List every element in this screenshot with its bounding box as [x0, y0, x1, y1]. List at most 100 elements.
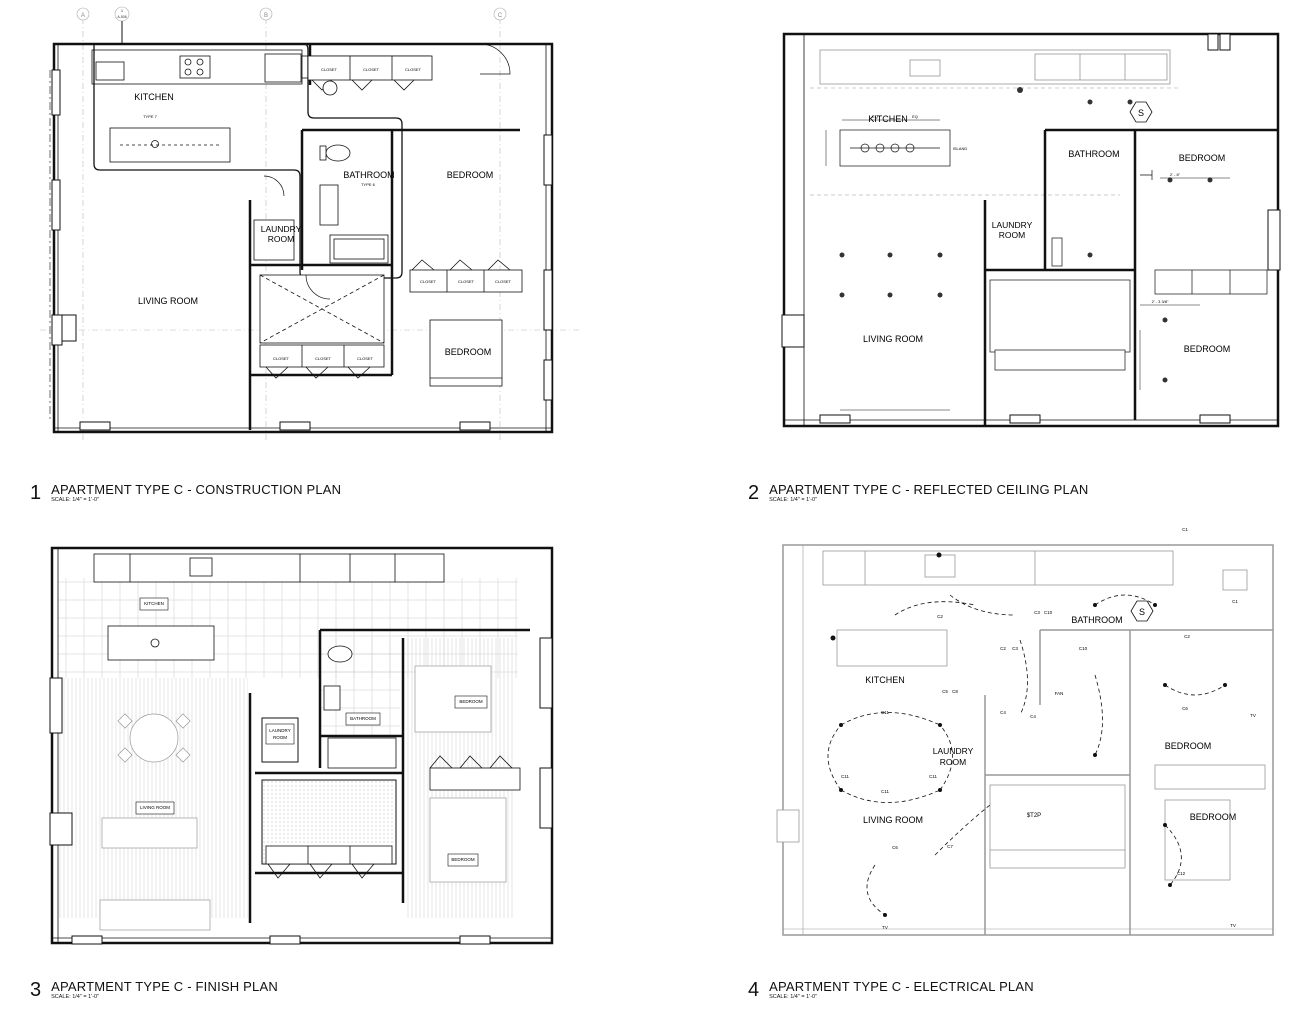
- plan-number: 3: [30, 979, 42, 1001]
- circuit-c11: C11: [929, 774, 937, 779]
- plan-title: APARTMENT TYPE C - ELECTRICAL PLAN: [769, 979, 1034, 994]
- closet-label: CLOSET: [458, 279, 475, 284]
- circuit-c10: C10: [1079, 646, 1088, 651]
- label-bathroom: BATHROOM: [1071, 615, 1122, 625]
- plan-number: 4: [748, 979, 760, 1001]
- label-laundry: LAUNDRY: [992, 220, 1033, 230]
- label-living-room: LIVING ROOM: [863, 334, 923, 344]
- plan-scale: SCALE: 1/4" = 1'-0": [51, 497, 100, 503]
- plan-number: 1: [30, 482, 42, 504]
- label-laundry: LAUNDRY: [269, 728, 290, 733]
- closet-label: CLOSET: [363, 67, 380, 72]
- label-laundry: LAUNDRY: [261, 224, 302, 234]
- label-living-room: LIVING ROOM: [863, 815, 923, 825]
- note-type-7: TYPE 7: [143, 114, 158, 119]
- plan-scale: SCALE: 1/4" = 1'-0": [769, 994, 818, 1000]
- label-kitchen: KITCHEN: [134, 92, 174, 102]
- label-bedroom-1: BEDROOM: [1179, 153, 1226, 163]
- finish-plan-svg: KITCHEN LIVING ROOM BATHROOM BEDROOM BED…: [49, 546, 554, 945]
- closet-label: CLOSET: [321, 67, 338, 72]
- caption-plan-3: 3 APARTMENT TYPE C - FINISH PLAN SCALE: …: [30, 980, 278, 1001]
- finish-plan-drawing: KITCHEN LIVING ROOM BATHROOM BEDROOM BED…: [30, 528, 560, 953]
- circuit-c8: C8: [952, 689, 958, 694]
- note-s: S: [1138, 108, 1144, 118]
- note-fan: FAN: [1055, 691, 1064, 696]
- circuit-c6: C6: [892, 845, 898, 850]
- circuit-c12: C12: [1177, 871, 1186, 876]
- closet-label: CLOSET: [315, 356, 332, 361]
- dimension-2-6: 2' - 6": [1170, 172, 1181, 177]
- circuit-c10: C10: [1044, 610, 1053, 615]
- circuit-c5: C5: [942, 689, 948, 694]
- closet-label: CLOSET: [405, 67, 422, 72]
- label-kitchen: KITCHEN: [865, 675, 905, 685]
- construction-plan-drawing: A B C 1 A-506: [40, 0, 580, 450]
- plan-scale: SCALE: 1/4" = 1'-0": [51, 994, 100, 1000]
- circuit-c1: C1: [1232, 599, 1238, 604]
- grid-label-a: A: [81, 13, 85, 19]
- note-tv: TV: [1250, 713, 1256, 718]
- circuit-c2: C2: [1000, 646, 1006, 651]
- circuit-c3: C3: [1012, 646, 1018, 651]
- label-bedroom-2: BEDROOM: [1190, 812, 1237, 822]
- section-ref-sheet: A-506: [117, 15, 126, 19]
- label-kitchen: KITCHEN: [144, 601, 164, 606]
- plan-title: APARTMENT TYPE C - CONSTRUCTION PLAN: [51, 482, 342, 497]
- label-bathroom: BATHROOM: [343, 170, 394, 180]
- note-island: ISLAND: [953, 146, 968, 151]
- dimension-2-3-3-8: 2' - 3 3/8": [1152, 299, 1169, 304]
- closet-label: CLOSET: [273, 356, 290, 361]
- switch-t2p: $T2P: [1027, 813, 1041, 819]
- label-bedroom-1: BEDROOM: [1165, 741, 1212, 751]
- label-bathroom: BATHROOM: [1068, 149, 1119, 159]
- label-bedroom-2: BEDROOM: [445, 347, 492, 357]
- circuit-c4: C4: [1030, 714, 1036, 719]
- label-laundry-room: ROOM: [268, 234, 294, 244]
- plan-scale: SCALE: 1/4" = 1'-0": [769, 497, 818, 503]
- circuit-c11: C11: [841, 774, 849, 779]
- label-laundry: LAUNDRY: [933, 746, 974, 756]
- circuit-c11: C11: [881, 789, 889, 794]
- label-bedroom-2: BEDROOM: [451, 857, 475, 862]
- caption-plan-2: 2 APARTMENT TYPE C - REFLECTED CEILING P…: [748, 483, 1088, 504]
- section-ref-number: 1: [121, 8, 124, 13]
- caption-plan-1: 1 APARTMENT TYPE C - CONSTRUCTION PLAN S…: [30, 483, 341, 504]
- circuit-c2: C2: [937, 614, 943, 619]
- reflected-ceiling-plan-svg: S EQ EQ ISLAND 2' - 6" 2' - 3 3/8" KITCH…: [781, 32, 1281, 428]
- note-s: S: [1139, 607, 1145, 617]
- closet-label: CLOSET: [420, 279, 437, 284]
- label-laundry-room: ROOM: [940, 757, 966, 767]
- circuit-c3: C3: [1034, 610, 1040, 615]
- note-tv: TV: [1230, 923, 1236, 928]
- electrical-plan-drawing: S C1 C1 C2 C2 C2 C3 C3 C4 C4 C5 C6 C6 C7…: [775, 525, 1290, 950]
- note-tv: TV: [882, 925, 888, 930]
- circuit-c1: C1: [1182, 527, 1188, 532]
- label-kitchen: KITCHEN: [868, 114, 908, 124]
- construction-plan-svg: A B C 1 A-506: [40, 6, 580, 440]
- circuit-c2: C2: [1184, 634, 1190, 639]
- label-bedroom-2: BEDROOM: [1184, 344, 1231, 354]
- label-bathroom: BATHROOM: [350, 716, 376, 721]
- circuit-c6: C6: [1182, 706, 1188, 711]
- closet-label: CLOSET: [357, 356, 374, 361]
- label-living-room: LIVING ROOM: [140, 805, 170, 810]
- label-living-room: LIVING ROOM: [138, 296, 198, 306]
- caption-plan-4: 4 APARTMENT TYPE C - ELECTRICAL PLAN SCA…: [748, 980, 1034, 1001]
- electrical-plan-svg: S C1 C1 C2 C2 C2 C3 C3 C4 C4 C5 C6 C6 C7…: [776, 527, 1274, 936]
- label-laundry-room: ROOM: [273, 735, 287, 740]
- note-eq: EQ: [912, 114, 918, 119]
- label-laundry-room: ROOM: [999, 230, 1025, 240]
- circuit-c4: C4: [1000, 710, 1006, 715]
- note-type-6: TYPE 6: [361, 182, 376, 187]
- grid-label-b: B: [264, 13, 268, 19]
- circuit-c7: C7: [947, 844, 953, 849]
- note-eq: EQ: [872, 114, 878, 119]
- label-bedroom-1: BEDROOM: [447, 170, 494, 180]
- label-bedroom-1: BEDROOM: [459, 699, 483, 704]
- reflected-ceiling-plan-drawing: S EQ EQ ISLAND 2' - 6" 2' - 3 3/8" KITCH…: [780, 30, 1285, 450]
- circuit-c11: C11: [881, 710, 889, 715]
- grid-label-c: C: [498, 13, 503, 19]
- closet-label: CLOSET: [495, 279, 512, 284]
- plan-title: APARTMENT TYPE C - FINISH PLAN: [51, 979, 278, 994]
- plan-title: APARTMENT TYPE C - REFLECTED CEILING PLA…: [769, 482, 1089, 497]
